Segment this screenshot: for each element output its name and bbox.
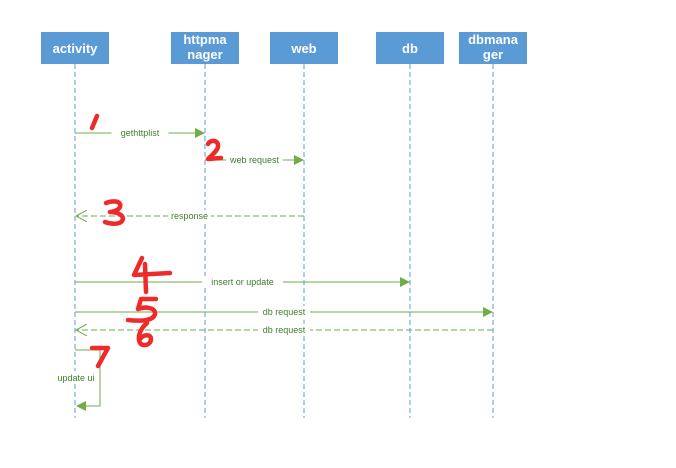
message-label: db request: [263, 307, 306, 317]
message-label-bg: [168, 210, 211, 221]
annotation-5: 5: [125, 296, 159, 323]
participant-web: web: [270, 32, 338, 64]
message-7: update ui: [52, 349, 101, 411]
participant-label-httpmanager: httpma: [183, 32, 227, 47]
annotation-3: 3: [102, 199, 126, 226]
step-annotations: 1 2 3 4 5 6 7: [89, 113, 224, 369]
participant-activity: activity: [41, 32, 109, 64]
self-message-line: [75, 349, 101, 411]
message-label-bg: [258, 306, 310, 317]
message-label-bg: [226, 154, 283, 165]
message-label-bg: [52, 371, 98, 384]
participant-label-dbmanager: dbmana: [468, 32, 519, 47]
message-label-bg: [258, 324, 310, 335]
annotation-2: 2: [205, 138, 224, 162]
message-label-bg: [111, 127, 169, 138]
message-label: web request: [229, 155, 280, 165]
annotation-4: 4: [131, 255, 173, 295]
messages: gethttplist web request response insert or …: [52, 127, 493, 411]
annotation-6: 6: [136, 320, 154, 348]
message-5: db request: [75, 306, 493, 317]
participant-label-httpmanager: nager: [187, 47, 222, 62]
annotation-7: 7: [89, 345, 111, 369]
participant-box-web: [270, 32, 338, 64]
participant-label-dbmanager: ger: [483, 47, 503, 62]
message-label: db request: [263, 325, 306, 335]
message-3: response: [76, 210, 304, 221]
participant-label-web: web: [290, 41, 316, 56]
participant-label-db: db: [402, 41, 418, 56]
participant-box-db: [376, 32, 444, 64]
participant-label-activity: activity: [53, 41, 99, 56]
participant-box-httpmanager: [171, 32, 239, 64]
participant-db: db: [376, 32, 444, 64]
message-label: update ui: [57, 373, 94, 383]
message-4: insert or update: [75, 276, 410, 287]
lifelines: [74, 64, 494, 418]
message-6: db request: [76, 324, 493, 335]
message-label-bg: [202, 276, 283, 287]
participant-box-dbmanager: [459, 32, 527, 64]
message-label: gethttplist: [121, 128, 160, 138]
message-1: gethttplist: [75, 127, 205, 138]
message-label: response: [171, 211, 208, 221]
participant-box-activity: [41, 32, 109, 64]
annotation-1: 1: [89, 113, 100, 131]
message-label: insert or update: [211, 277, 274, 287]
